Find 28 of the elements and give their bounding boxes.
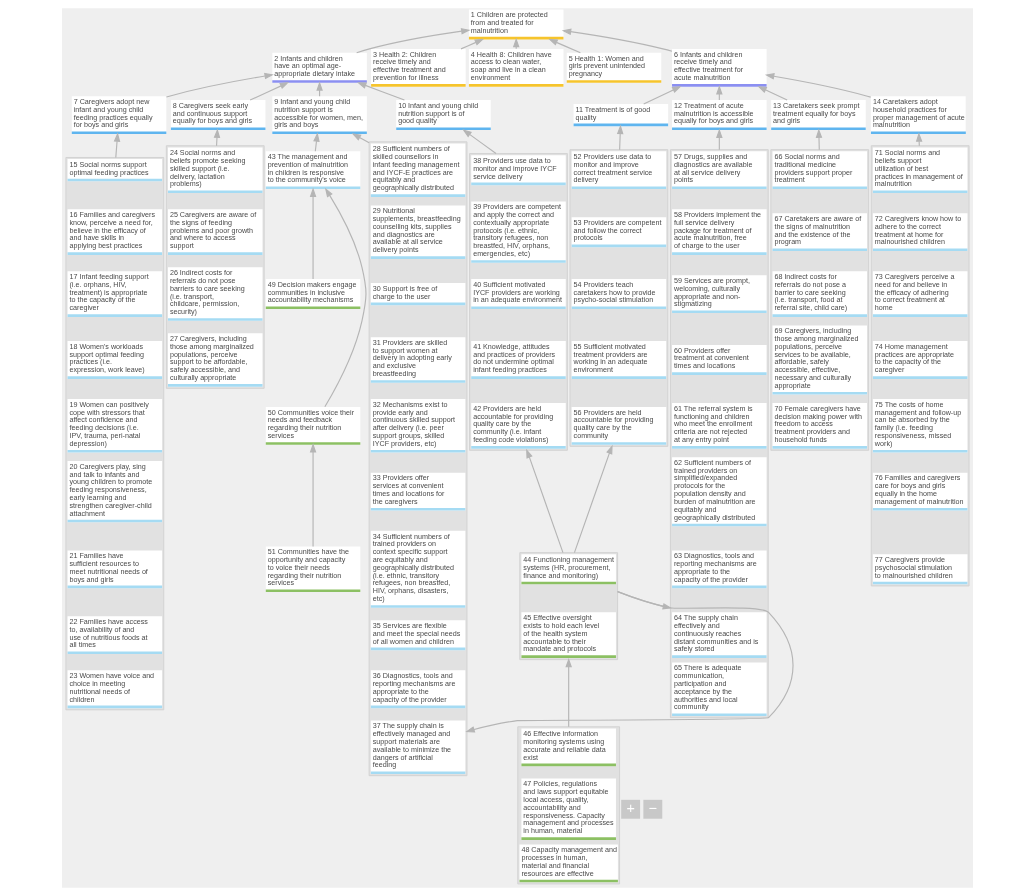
arrow — [815, 128, 822, 151]
arrow — [213, 128, 220, 147]
arrow — [323, 187, 367, 408]
arrow — [249, 82, 289, 101]
arrow — [616, 124, 623, 151]
arrow — [764, 73, 871, 98]
label: − — [648, 799, 657, 816]
arrow — [351, 133, 370, 144]
arrow — [309, 187, 316, 280]
arrow — [464, 591, 794, 733]
arrow — [616, 591, 672, 610]
arrow — [355, 27, 471, 54]
arrow — [547, 38, 581, 54]
arrow — [642, 86, 682, 105]
label: + — [625, 799, 635, 816]
arrow — [309, 443, 316, 547]
arrow — [459, 38, 484, 50]
arrow — [113, 132, 120, 159]
arrow — [165, 72, 274, 98]
arrow — [312, 132, 320, 152]
arrow — [561, 28, 672, 52]
arrow — [461, 129, 497, 155]
arrow — [564, 657, 572, 728]
arrow — [525, 448, 564, 554]
arrow — [756, 86, 788, 101]
arrow — [573, 444, 613, 554]
arrow — [512, 37, 519, 50]
arrow — [356, 82, 405, 101]
